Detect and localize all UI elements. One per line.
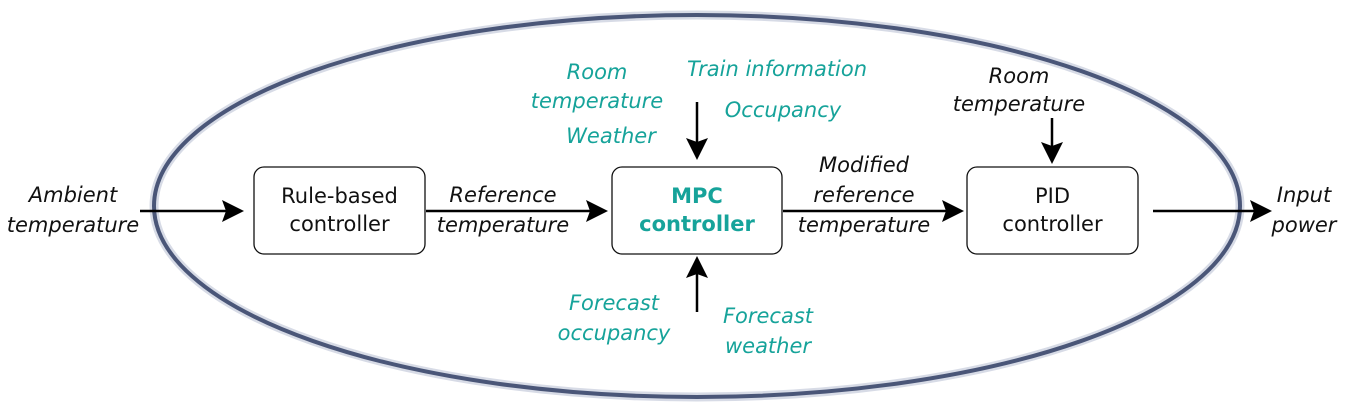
pid-controller-block: PID controller (966, 166, 1139, 255)
mpc-weather-label: Weather (566, 124, 657, 148)
mpc-room-temperature-label-line2: temperature (531, 89, 663, 113)
mpc-occupancy-label: Occupancy (725, 98, 842, 122)
modified-reference-label-line1: Modified (819, 153, 910, 177)
reference-temperature-label-line2: temperature (437, 213, 569, 237)
rule-based-label-line2: controller (289, 212, 390, 236)
mpc-forecast-weather-label-line1: Forecast (723, 304, 814, 328)
modified-reference-label-line2: reference (813, 183, 914, 207)
pid-label-line2: controller (1002, 212, 1103, 236)
pid-label-line1: PID (1035, 184, 1070, 208)
reference-temperature-label-line1: Reference (449, 183, 556, 207)
rule-based-label-line1: Rule-based (281, 184, 398, 208)
rule-based-controller-block: Rule-based controller (253, 166, 426, 255)
input-power-label-line1: Input (1277, 183, 1332, 207)
ambient-temperature-label-line1: Ambient (27, 183, 118, 207)
ambient-temperature-label-line2: temperature (7, 213, 139, 237)
mpc-room-temperature-label-line1: Room (567, 60, 628, 84)
input-power-label-line2: power (1271, 213, 1338, 237)
mpc-forecast-occupancy-label-line1: Forecast (569, 291, 660, 315)
mpc-label-line1: MPC (671, 184, 723, 208)
mpc-train-information-label: Train information (687, 57, 867, 81)
pid-room-temperature-label-line1: Room (989, 64, 1050, 88)
mpc-controller-block: MPC controller (611, 166, 783, 255)
mpc-forecast-occupancy-label-line2: occupancy (558, 321, 671, 345)
system-boundary-ellipse (149, 10, 1245, 402)
mpc-forecast-weather-label-line2: weather (725, 334, 812, 358)
modified-reference-label-line3: temperature (798, 213, 930, 237)
mpc-label-line2: controller (639, 212, 755, 236)
pid-room-temperature-label-line2: temperature (953, 92, 1085, 116)
